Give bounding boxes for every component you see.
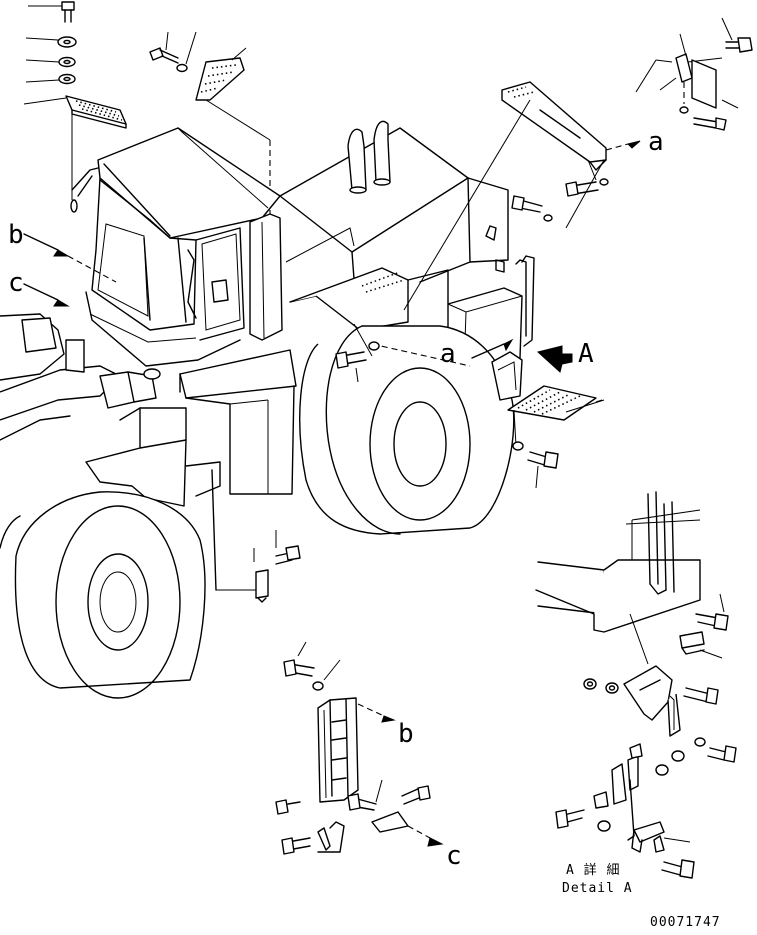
wheel-loader-body bbox=[0, 120, 535, 699]
label-a-center: a bbox=[440, 339, 456, 369]
label-c-left: c bbox=[8, 268, 24, 298]
leader-lines bbox=[216, 99, 531, 591]
under-frame-bracket bbox=[255, 545, 301, 603]
ladder-assembly bbox=[275, 641, 444, 855]
right-step-assembly bbox=[471, 338, 605, 489]
top-right-bracket-assembly bbox=[501, 17, 753, 229]
label-a-top: a bbox=[648, 127, 664, 157]
label-b-left: b bbox=[8, 220, 24, 250]
drawing-number: 00071747 bbox=[650, 915, 721, 930]
detail-title-jp: A 詳 細 bbox=[566, 862, 620, 878]
center-bolt-group bbox=[335, 341, 380, 383]
top-left-hardware-stack bbox=[23, 1, 127, 200]
label-c-ladder: c bbox=[446, 841, 462, 871]
arrow-b-left bbox=[23, 233, 117, 283]
label-A-arrow: A bbox=[578, 339, 594, 369]
arrow-c-left bbox=[23, 283, 70, 307]
detail-title-en: Detail A bbox=[562, 881, 633, 896]
label-b-ladder: b bbox=[398, 719, 414, 749]
detail-a-view bbox=[535, 491, 737, 879]
